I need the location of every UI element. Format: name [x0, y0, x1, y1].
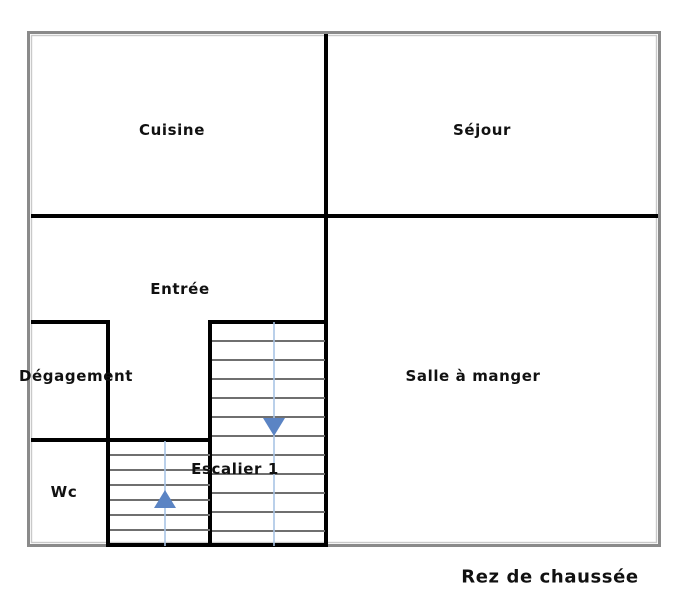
plan-title: Rez de chaussée: [461, 566, 639, 588]
stair-direction-arrow-down-icon: [263, 418, 285, 436]
exterior-wall-group: [27, 31, 661, 547]
exterior-wall-outer: [27, 31, 661, 547]
stair-treads-upper: [212, 340, 325, 532]
stair-direction-arrow-up-icon: [154, 490, 176, 508]
stair-flight-upper: [212, 322, 325, 546]
interior-walls-group: [31, 34, 658, 547]
stair-flight-lower: [110, 441, 210, 546]
exterior-wall-inner: [30, 34, 658, 544]
stair-treads-lower: [110, 454, 210, 531]
